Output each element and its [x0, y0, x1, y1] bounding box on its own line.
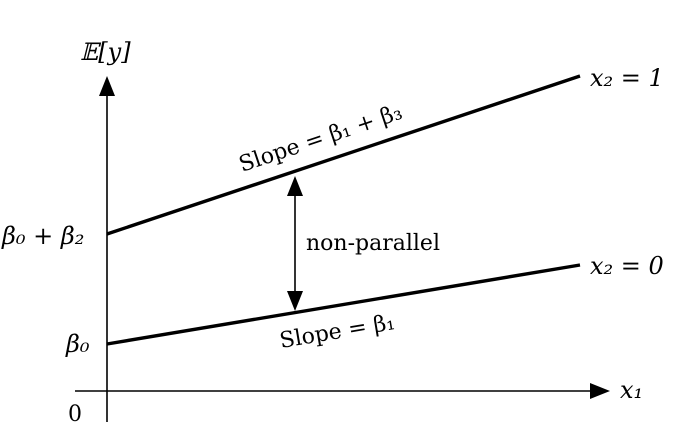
- gap-arrow-bottom-head: [287, 291, 303, 311]
- lower-regression-line: [106, 263, 581, 346]
- upper-intercept-label: β₀ + β₂: [1, 222, 84, 250]
- gap-annotation: non-parallel: [306, 231, 440, 256]
- gap-arrow-top-head: [287, 176, 303, 196]
- origin-label: 0: [68, 402, 82, 427]
- upper-slope-label: Slope = β₁ + β₃: [236, 100, 406, 178]
- lower-slope-label: Slope = β₁: [278, 310, 397, 354]
- lower-line-label: x₂ = 0: [590, 252, 664, 280]
- y-axis-arrowhead: [99, 76, 115, 96]
- x-axis-label: x₁: [620, 376, 643, 404]
- upper-line-label: x₂ = 1: [590, 64, 664, 92]
- lower-intercept-label: β₀: [65, 330, 90, 358]
- upper-regression-line: [106, 74, 581, 236]
- y-axis-label: 𝔼[y]: [80, 38, 131, 66]
- x-axis-arrowhead: [590, 383, 610, 399]
